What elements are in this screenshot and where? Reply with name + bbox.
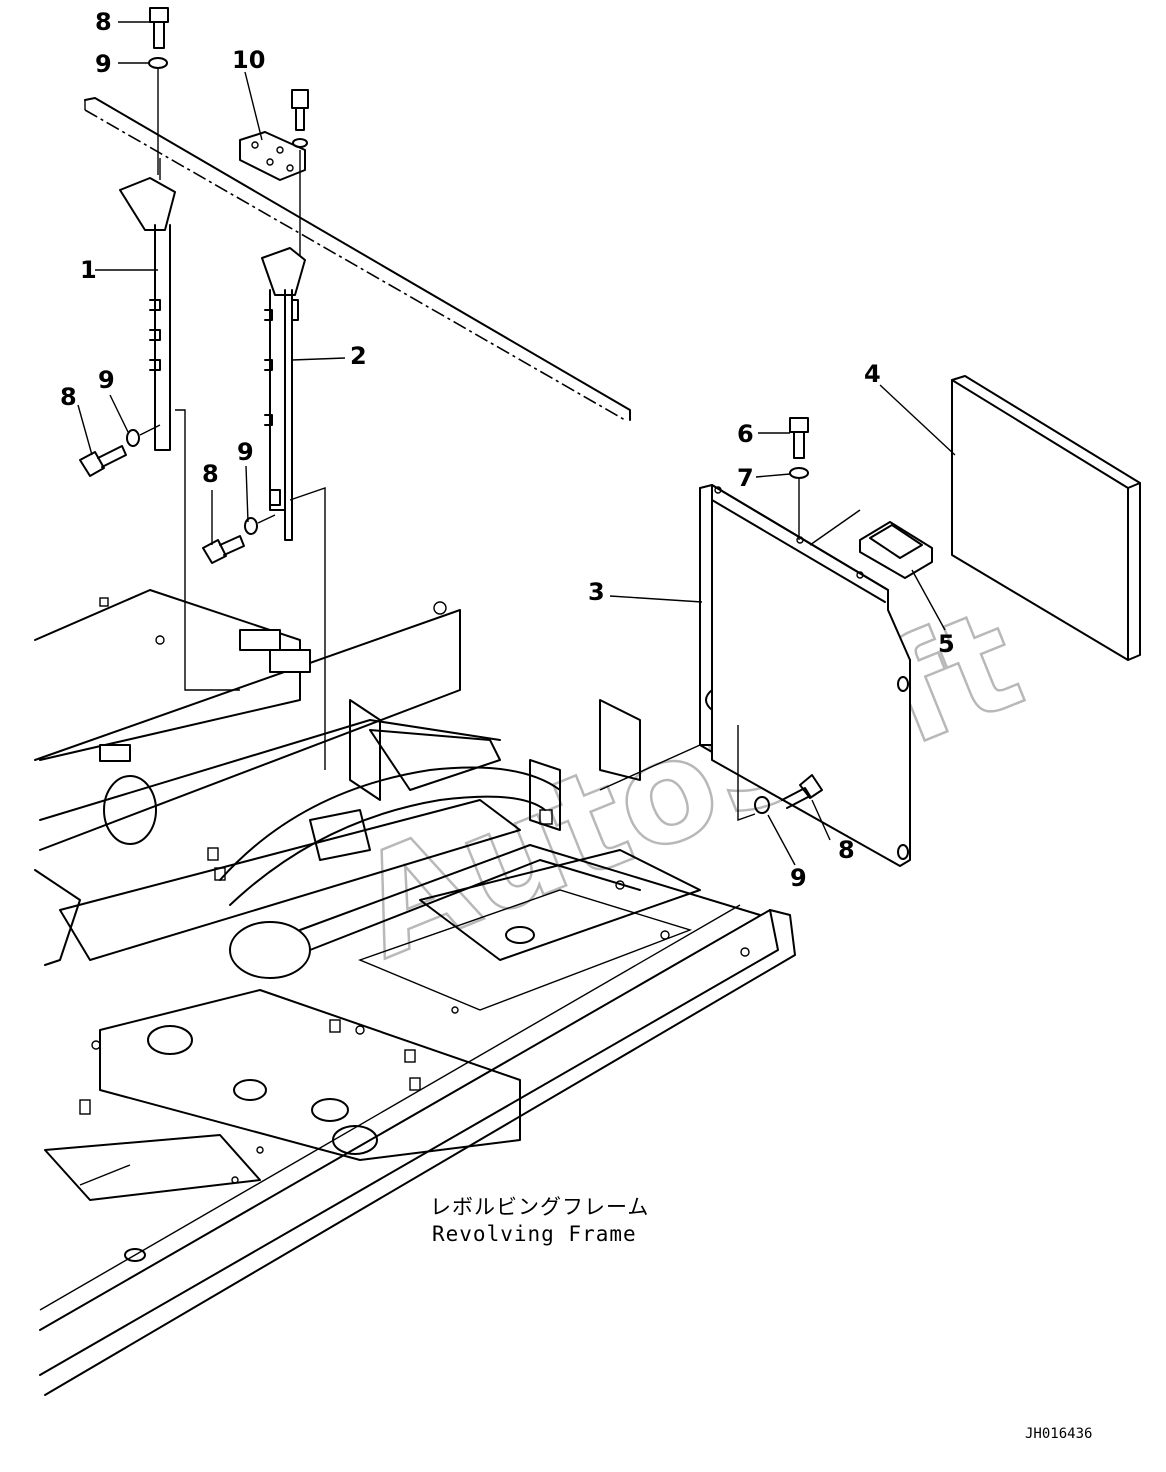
caption-english: Revolving Frame <box>432 1222 637 1246</box>
callout-10: 10 <box>232 46 265 74</box>
leader-lines <box>77 21 956 866</box>
callout-8: 8 <box>202 460 219 488</box>
callout-7: 7 <box>737 464 754 492</box>
part-10-bracket <box>239 89 309 260</box>
frame-caption: レボルビングフレーム Revolving Frame <box>430 1195 649 1246</box>
callout-9: 9 <box>98 366 115 394</box>
callout-4: 4 <box>864 360 881 388</box>
callout-9: 9 <box>237 438 254 466</box>
revolving-frame <box>34 589 796 1396</box>
part-2-column <box>261 247 326 770</box>
callout-8: 8 <box>60 383 77 411</box>
fasteners-panel <box>754 774 823 814</box>
part-5-block <box>809 509 933 579</box>
callout-1: 1 <box>80 256 97 284</box>
drawing-code: JH016436 <box>1025 1426 1092 1442</box>
callout-9: 9 <box>95 50 112 78</box>
callout-8: 8 <box>838 836 855 864</box>
callout-labels: 8 9 10 1 2 9 8 8 9 4 6 7 3 5 8 9 <box>60 8 955 892</box>
callout-8: 8 <box>95 8 112 36</box>
upper-rail <box>84 97 631 421</box>
callout-2: 2 <box>350 342 367 370</box>
callout-6: 6 <box>737 420 754 448</box>
caption-japanese: レボルビングフレーム <box>430 1195 649 1219</box>
watermark-text: AutoSoft <box>336 579 1042 991</box>
part-4-pad <box>951 375 1141 661</box>
callout-5: 5 <box>938 630 955 658</box>
callout-9: 9 <box>790 864 807 892</box>
callout-3: 3 <box>588 578 605 606</box>
part-3-panel <box>599 484 911 867</box>
fasteners-columns <box>79 7 276 564</box>
part-1-column <box>119 158 240 691</box>
part-6-7-fasteners <box>789 417 809 540</box>
